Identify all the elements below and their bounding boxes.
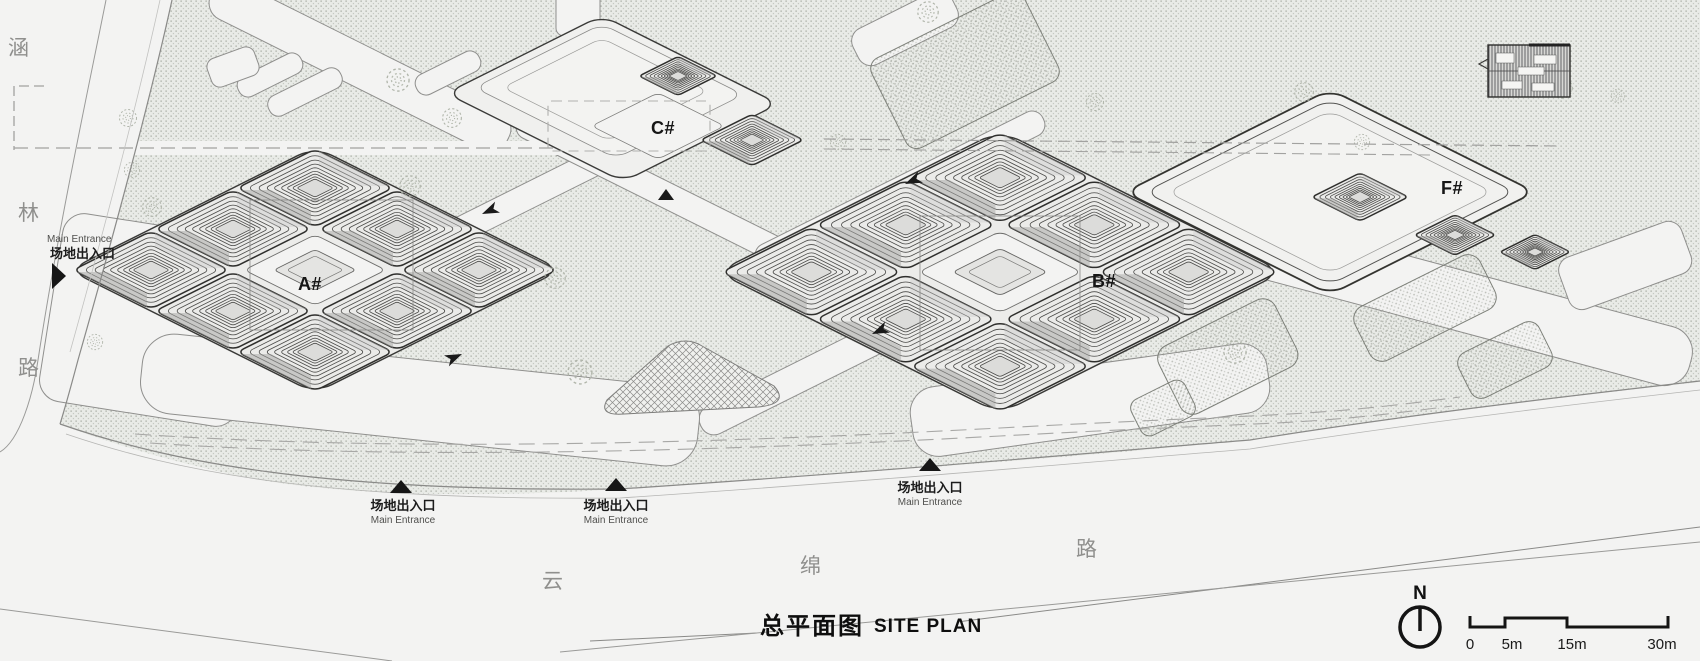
scale-tick-5m: 5m — [1502, 636, 1523, 653]
road-char-mian: 绵 — [800, 555, 821, 578]
scale-tick-0: 0 — [1466, 636, 1474, 653]
building-label-c: C# — [651, 118, 675, 138]
sheet-title: 总平面图 SITE PLAN — [760, 612, 982, 640]
scale-tick-15m: 15m — [1557, 636, 1586, 653]
entrance-1-en: Main Entrance — [371, 515, 436, 526]
road-char-han: 涵 — [8, 37, 29, 60]
site-boundary-dashed — [13, 85, 1563, 454]
sheet-title-zh: 总平面图 — [760, 612, 864, 640]
scale-bar-shape — [1468, 616, 1670, 629]
road-name-bottom: 云 绵 路 — [542, 538, 1097, 593]
entrance-3-en: Main Entrance — [898, 497, 963, 508]
building-label-b: B# — [1092, 271, 1116, 291]
building-labels: A# C# B# F# — [298, 118, 1463, 294]
entrance-arrow-west — [52, 263, 66, 289]
inset-pointer-icon — [1477, 58, 1489, 70]
entrance-1-zh: 场地出入口 — [370, 498, 435, 513]
entrance-west-en: Main Entrance — [47, 234, 112, 245]
lawn-patches — [870, 0, 1553, 437]
entrance-2-zh: 场地出入口 — [583, 498, 648, 513]
road-arrow-2 — [658, 189, 674, 200]
road-char-yun: 云 — [542, 570, 563, 593]
key-plan-inset — [1477, 43, 1571, 98]
sheet-title-en: SITE PLAN — [874, 616, 982, 637]
building-label-a: A# — [298, 274, 322, 294]
road-name-left: 涵 林 路 — [8, 37, 39, 380]
building-a — [69, 147, 561, 393]
entrance-markers — [52, 171, 941, 493]
entrance-2-en: Main Entrance — [584, 515, 649, 526]
entrance-3-zh: 场地出入口 — [897, 480, 962, 495]
scale-bar: 0 5m 15m 30m — [1466, 616, 1677, 653]
north-label: N — [1413, 583, 1427, 604]
entrance-west-zh: 场地出入口 — [50, 246, 115, 261]
unit-outline-b — [919, 215, 1081, 351]
road-char-lu-left: 路 — [18, 357, 39, 380]
north-arrow: N — [1398, 583, 1442, 649]
road-char-lin: 林 — [18, 202, 39, 225]
mound-plaza — [604, 340, 780, 415]
unit-outline-a — [249, 199, 414, 331]
entrance-labels: Main Entrance 场地出入口 场地出入口 Main Entrance … — [47, 234, 963, 526]
building-c — [446, 15, 804, 181]
building-label-f: F# — [1441, 178, 1463, 198]
road-char-lu-bottom: 路 — [1076, 538, 1097, 561]
building-b — [717, 131, 1283, 414]
scale-tick-30m: 30m — [1647, 636, 1676, 653]
